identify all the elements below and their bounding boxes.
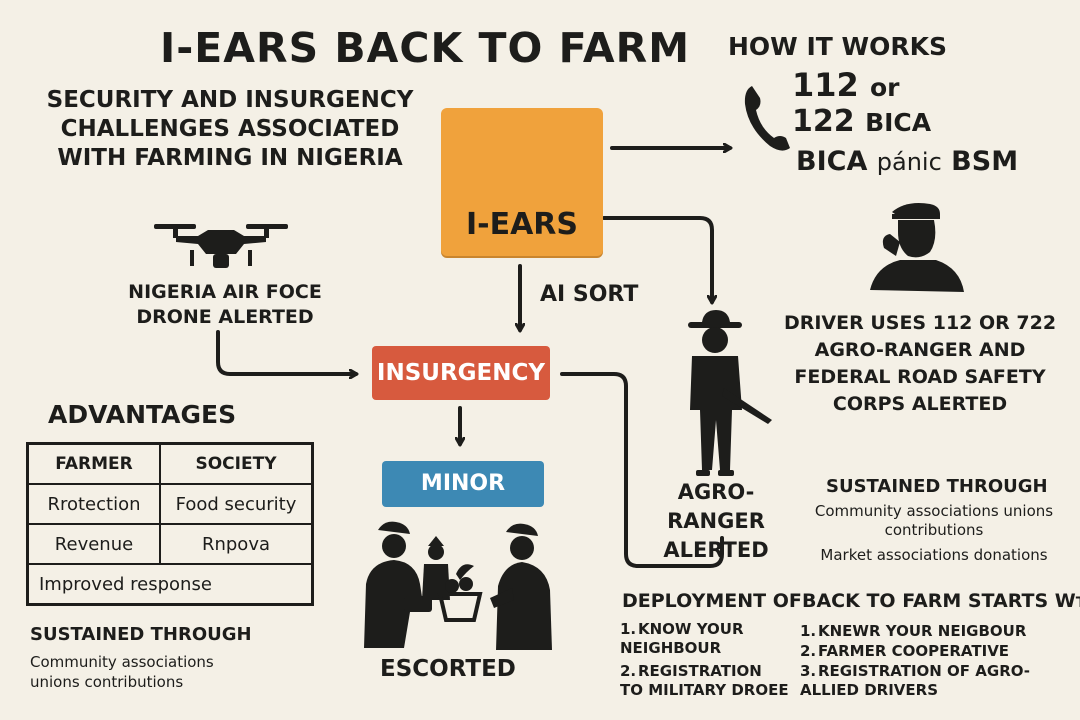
number-112: 112 — [792, 66, 859, 104]
list-item: Community associations unions contributi… — [814, 502, 1054, 539]
phone-icon — [744, 86, 790, 151]
insurgency-node: INSURGENCY — [372, 346, 550, 400]
table-cell: Food security — [159, 483, 314, 525]
bica-bold: BICA — [796, 146, 868, 177]
page-subtitle: SECURITY AND INSURGENCY CHALLENGES ASSOC… — [46, 87, 414, 171]
deployment-list: 1.KNOW YOUR NEIGHBOUR 2.REGISTRATION TO … — [620, 620, 790, 704]
number-122: 122 — [792, 104, 855, 139]
driver-alert-text: DRIVER USES 112 OR 722 AGRO-RANGER AND F… — [783, 312, 1057, 415]
line-insurgency-to-ranger — [560, 372, 724, 568]
list-item: 3.REGISTRATION OF AGRO-ALLIED DRIVERS — [800, 662, 1031, 699]
sustained-right-title: SUSTAINED THROUGH — [826, 476, 1048, 497]
advantages-table: FARMER SOCIETY Rrotection Food security … — [26, 442, 314, 606]
i-ears-label: I-EARS — [465, 207, 579, 242]
sustained-left-title: SUSTAINED THROUGH — [30, 624, 252, 645]
arrow-core-to-ranger — [602, 216, 712, 302]
table-cell: Revenue — [26, 523, 161, 565]
list-item: 1.KNOW YOUR NEIGHBOUR — [620, 620, 744, 657]
page-title: I-EARS BACK TO FARM — [160, 24, 690, 72]
header-society: SOCIETY — [159, 442, 314, 485]
table-row: Revenue Rnрᴏva — [26, 523, 314, 565]
arrow-drone-to-insurgency — [216, 330, 356, 374]
driver-icon — [870, 203, 964, 292]
emergency-line-112: 112 or — [792, 66, 899, 104]
ranger-icon — [688, 310, 772, 476]
drone-icon — [154, 224, 288, 268]
list-item: Community associations — [30, 653, 214, 671]
table-row: Improved response — [26, 563, 314, 606]
emergency-line-122: 122 BICA — [792, 104, 931, 139]
agro-ranger-alerted-label: AGRO-RANGER ALERTED — [663, 480, 769, 562]
advantages-title: ADVANTAGES — [48, 400, 237, 429]
escorted-label: ESCORTED — [380, 656, 516, 682]
list-item: unions contributions — [30, 673, 184, 691]
how-it-works-title: HOW IT WORKS — [728, 32, 947, 61]
table-cell: Rnрᴏva — [159, 523, 314, 565]
bsm-text: BSM — [951, 146, 1019, 177]
farmers-icon — [364, 521, 552, 650]
ai-sort-label: AI SORT — [540, 282, 639, 307]
table-cell: Rrotection — [26, 483, 161, 525]
panic-text: pánic — [876, 148, 942, 176]
sustained-left-list: Community associations unions contributi… — [30, 652, 214, 692]
bica-text: BICA — [865, 108, 932, 137]
header-farmer: FARMER — [26, 442, 161, 485]
sustained-right-list: Community associations unions contributi… — [814, 502, 1054, 565]
deployment-title: DEPLOYMENT OF — [622, 590, 802, 612]
or-text: or — [869, 73, 900, 102]
table-header-row: FARMER SOCIETY — [26, 442, 314, 485]
list-item: 1.KNEWR YOUR NEIGBOUR — [800, 622, 1027, 640]
drone-alerted-label: NIGERIA AIR FOCE DRONE ALERTED — [128, 281, 322, 328]
back-to-farm-title: BACK TO FARM STARTS Wᴛh: — [802, 590, 1080, 612]
emergency-line-bica: BICA pánic BSM — [796, 146, 1018, 177]
i-ears-node: I-EARS — [441, 108, 603, 256]
minor-node: MINOR — [382, 461, 544, 507]
list-item: 2.FARMER COOPERATIVE — [800, 642, 1010, 660]
table-row: Rrotection Food security — [26, 483, 314, 525]
list-item: Market associations donations — [820, 546, 1048, 564]
list-item: 2.REGISTRATION TO MILITARY DROEE — [620, 662, 789, 699]
table-footer-cell: Improved response — [26, 563, 314, 606]
back-to-farm-list: 1.KNEWR YOUR NEIGBOUR 2.FARMER COOPERATI… — [800, 622, 1070, 701]
